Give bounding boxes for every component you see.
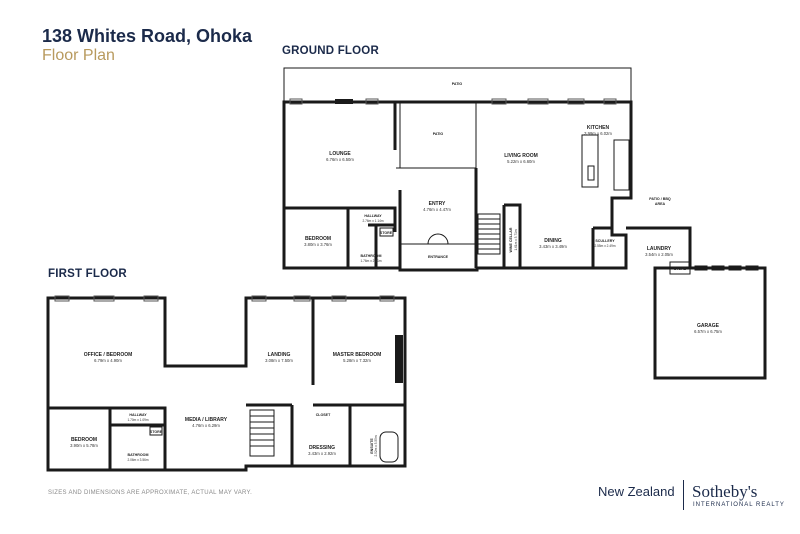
patio-inner-label: PATIO	[433, 132, 444, 136]
landing-label: LANDING	[268, 352, 291, 358]
brand-divider	[683, 480, 684, 510]
brand-logo-subtext: INTERNATIONAL REALTY	[693, 502, 785, 508]
living-label: LIVING ROOM	[504, 153, 538, 159]
kitchen-dim: 3.99m x 6.02m	[584, 131, 612, 136]
first-windows	[54, 295, 395, 302]
first-floor-label: FIRST FLOOR	[48, 268, 127, 280]
entry-door-left	[427, 233, 439, 245]
wine-cellar-label: WINE CELLAR	[509, 227, 513, 252]
hallway-dim: 2.76m x 1.14m	[362, 219, 383, 223]
scullery-dim: 2.55m x 2.49m	[594, 244, 615, 248]
entry-dim: 4.76m x 4.47m	[423, 207, 451, 212]
laundry-store	[669, 261, 691, 275]
brand-region: New Zealand	[598, 484, 675, 499]
ensuite-dim: 2.52m x 3.55m	[374, 435, 378, 456]
patio-inner-walls	[399, 102, 477, 169]
patio-bbq-label: PATIO / BBQ	[649, 197, 671, 201]
page-title: 138 Whites Road, Ohoka	[42, 26, 253, 46]
laundry-garage-walls	[626, 226, 767, 380]
garage-label: GARAGE	[697, 323, 720, 329]
landing-dim: 3.08m x 7.50m	[265, 358, 293, 363]
wine-cellar-wall	[504, 203, 522, 268]
first-hallway-label: HALLWAY	[129, 413, 147, 417]
page-subtitle: Floor Plan	[42, 47, 115, 64]
first-bathroom-label: BATHROOM	[128, 453, 149, 457]
cooktop	[587, 165, 595, 181]
laundry-dim: 3.54m x 2.05m	[645, 252, 673, 257]
dining-label: DINING	[544, 238, 562, 244]
wine-cellar-dim: 1.61m x 3.71m	[514, 229, 518, 250]
patio-bbq-sub: AREA	[655, 202, 666, 206]
media-label: MEDIA / LIBRARY	[185, 417, 228, 423]
garage-dim: 6.57m x 6.75m	[694, 329, 722, 334]
first-bedroom-dim: 3.90m x 5.78m	[70, 443, 98, 448]
ground-floor-plan	[282, 67, 767, 380]
lounge-dim: 6.76m x 6.50m	[326, 157, 354, 162]
entrance-label: ENTRANCE	[428, 255, 449, 259]
media-dim: 4.76m x 6.29m	[192, 423, 220, 428]
patio-top-label: PATIO	[452, 82, 463, 86]
entry-label: ENTRY	[429, 201, 446, 207]
first-room-labels: OFFICE / BEDROOM 6.79m x 4.90m HALLWAY 1…	[70, 352, 381, 462]
ensuite-label: ENSUITE	[370, 438, 374, 454]
laundry-label: LAUNDRY	[647, 246, 672, 252]
dressing-dim: 3.43m x 2.92m	[308, 451, 336, 456]
ground-bathroom-dim: 1.76m x 2.61m	[360, 259, 381, 263]
scullery-label: SCULLERY	[595, 239, 615, 243]
entry-door-right	[437, 233, 449, 245]
first-bedroom-label: BEDROOM	[71, 437, 97, 443]
ground-room-labels: PATIO PATIO LOUNGE 6.76m x 6.50m KITCHEN…	[304, 82, 722, 334]
office-bottom-wall	[48, 406, 167, 470]
disclaimer-text: SIZES AND DIMENSIONS ARE APPROXIMATE, AC…	[48, 490, 253, 496]
ground-store-box	[379, 227, 394, 237]
ground-windows	[289, 98, 617, 105]
first-stairs	[249, 409, 275, 457]
dressing-label: DRESSING	[309, 445, 335, 451]
bedroom-label: BEDROOM	[305, 236, 331, 242]
bedroom-dim: 3.80m x 3.76m	[304, 242, 332, 247]
fireplace	[395, 335, 403, 383]
ground-stairs	[477, 213, 501, 255]
brand-logo-text: Sotheby's	[692, 482, 758, 501]
master-dim: 5.28m x 7.32m	[343, 358, 371, 363]
first-hallway-dim: 1.70m x 1.09m	[127, 418, 148, 422]
bathtub	[379, 431, 399, 463]
closet-label: CLOSET	[316, 413, 331, 417]
office-label: OFFICE / BEDROOM	[84, 352, 133, 358]
ground-bathroom-label: BATHROOM	[361, 254, 382, 258]
hallway-label: HALLWAY	[364, 214, 382, 218]
garage-windows	[694, 265, 759, 271]
kitchen-island	[581, 134, 599, 188]
first-bathroom-dim: 2.06m x 3.56m	[127, 458, 148, 462]
lounge-label: LOUNGE	[329, 151, 351, 157]
first-store-label: STORE	[150, 430, 163, 434]
dining-dim: 3.43m x 3.49m	[539, 244, 567, 249]
first-floor-plan	[46, 295, 407, 472]
office-dim: 6.79m x 4.90m	[94, 358, 122, 363]
laundry-store-label: STORE	[674, 267, 687, 271]
ground-store-label: STORE	[380, 231, 393, 235]
ground-floor-label: GROUND FLOOR	[282, 45, 379, 57]
master-label: MASTER BEDROOM	[333, 352, 382, 358]
first-outer-walls-left	[46, 296, 407, 472]
ground-outer-walls	[282, 100, 633, 272]
first-store-box	[149, 426, 163, 436]
kitchen-label: KITCHEN	[587, 125, 610, 131]
kitchen-bench	[613, 139, 630, 191]
living-dim: 5.22m x 6.60m	[507, 159, 535, 164]
